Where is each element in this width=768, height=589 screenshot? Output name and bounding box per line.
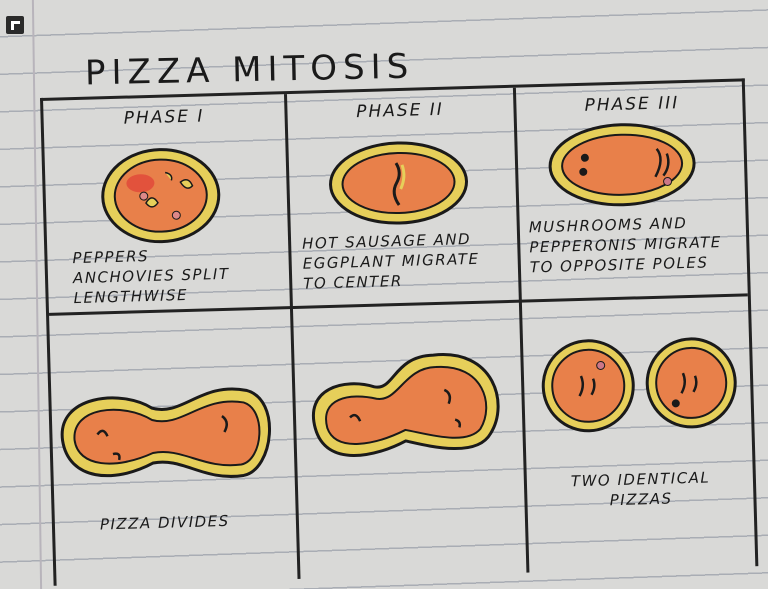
- caption-line: PIZZA DIVIDES: [99, 511, 230, 534]
- pizza-phase-1-drawing: [101, 148, 221, 244]
- caption-line: PIZZAS: [609, 489, 673, 510]
- paper-margin-line: [31, 0, 43, 589]
- phase-2-cell: PHASE II HOT SAUSAGE AND EGGPLANT MIGRAT…: [286, 88, 519, 306]
- caption-line: TO OPPOSITE POLES: [529, 253, 709, 277]
- pizza-pinching-drawing: [312, 353, 500, 458]
- pizza-dividing-drawing: [60, 387, 271, 478]
- pizza-divides-cell: PIZZA DIVIDES: [49, 309, 298, 589]
- caption-line: LENGTHWISE: [73, 285, 189, 308]
- corner-app-icon: [6, 16, 24, 34]
- phase-grid: PHASE I PEPPERS ANCHOVIES SPLIT LENGTHWI…: [40, 78, 759, 586]
- two-pizzas-drawing: [541, 337, 737, 433]
- phase-1-cell: PHASE I PEPPERS ANCHOVIES SPLIT LENGTHWI…: [43, 94, 290, 313]
- pizza-phase-3-drawing: [548, 123, 696, 207]
- caption-line: TWO IDENTICAL: [570, 468, 711, 491]
- phase-3-cell: PHASE III MUSHROOMS AND PEPPERONIS MIGRA…: [515, 81, 754, 299]
- phase-2-label: PHASE II: [355, 99, 445, 123]
- two-pizzas-cell: TWO IDENTICAL PIZZAS: [521, 296, 762, 575]
- page-title: PIZZA MITOSIS: [84, 46, 415, 94]
- caption-line: TO CENTER: [303, 271, 403, 293]
- pizza-pinching-cell: [292, 303, 527, 582]
- phase-1-label: PHASE I: [123, 106, 205, 129]
- pizza-phase-2-drawing: [329, 141, 468, 225]
